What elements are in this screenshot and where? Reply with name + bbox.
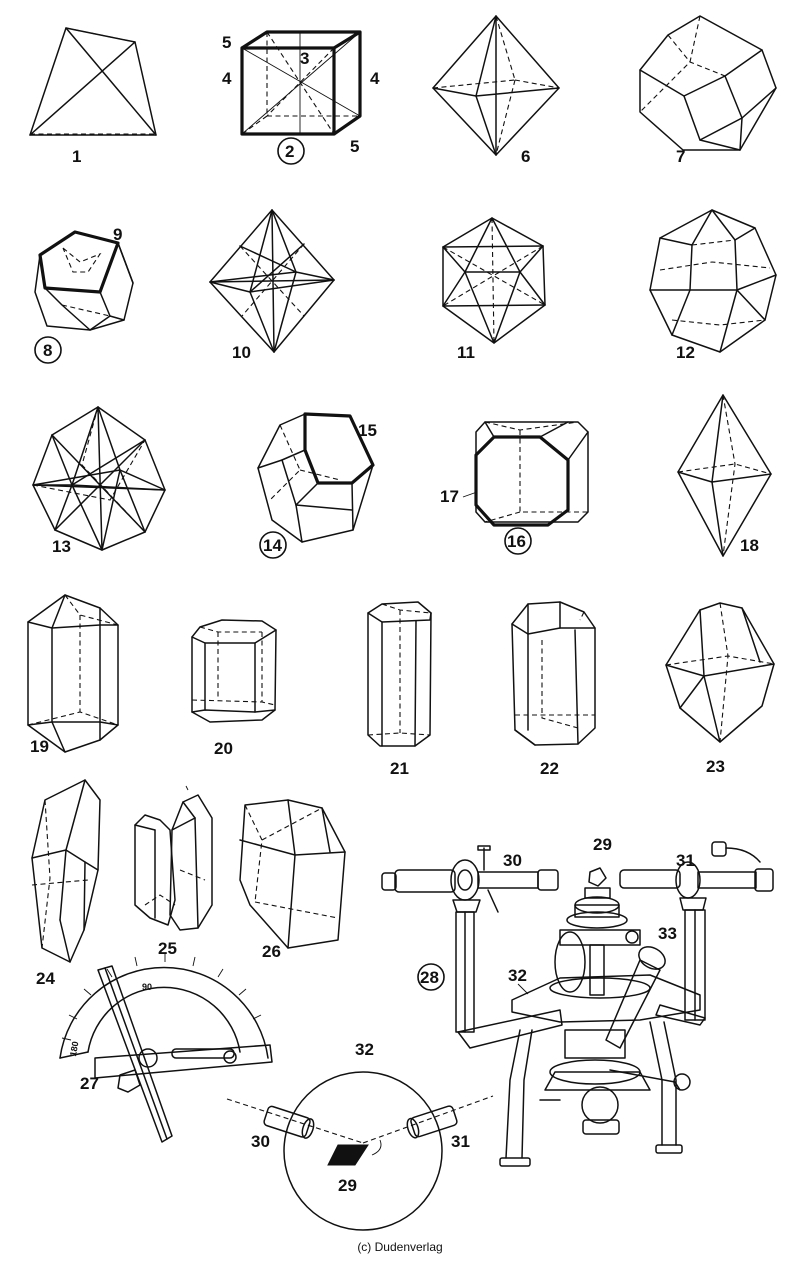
label-19: 19	[30, 737, 49, 756]
label-30-schematic: 30	[251, 1132, 270, 1151]
copyright-credit: (c) Dudenverlag	[357, 1240, 443, 1254]
monoclinic-crystal-figure	[31, 779, 101, 963]
label-13: 13	[52, 537, 71, 556]
contact-goniometer-figure: 90 180	[59, 953, 273, 1143]
terminated-hexagonal-prism-figure	[511, 601, 596, 746]
hexoctahedron-figure	[209, 209, 335, 353]
rhombic-dodecahedron-figure	[639, 15, 777, 151]
hexagonal-prism-bipyramid-figure	[27, 594, 119, 753]
label-15: 15	[358, 421, 377, 440]
label-25: 25	[158, 939, 177, 958]
triclinic-crystal-figure	[239, 799, 346, 949]
label-7: 7	[676, 147, 685, 166]
hexakis-octahedron-figure	[32, 406, 166, 551]
label-8-circled: 8	[43, 341, 52, 360]
reflecting-goniometer-figure	[381, 841, 774, 1167]
twin-crystal-figure	[134, 785, 213, 931]
label-24: 24	[36, 969, 55, 988]
label-16-circled: 16	[507, 532, 526, 551]
label-31-schematic: 31	[451, 1132, 470, 1151]
label-18: 18	[740, 536, 759, 555]
goniometer-schematic-figure	[226, 1071, 494, 1231]
label-10: 10	[232, 343, 251, 362]
hexagonal-bipyramid-figure	[665, 602, 775, 743]
label-5-bottom: 5	[350, 137, 359, 156]
tall-hexagonal-prism-figure	[367, 601, 432, 747]
scale-tick-90: 90	[142, 982, 152, 992]
label-17: 17	[440, 487, 459, 506]
label-20: 20	[214, 739, 233, 758]
label-1: 1	[72, 147, 81, 166]
label-11: 11	[457, 343, 475, 362]
label-27: 27	[80, 1074, 99, 1093]
label-31-goniometer: 31	[676, 851, 695, 870]
label-14-circled: 14	[263, 536, 282, 555]
label-29-schematic: 29	[338, 1176, 357, 1195]
label-6: 6	[521, 147, 530, 166]
label-28-circled: 28	[420, 968, 439, 987]
label-33: 33	[658, 924, 677, 943]
label-5-top: 5	[222, 33, 231, 52]
label-21: 21	[390, 759, 409, 778]
octahedron-figure	[432, 15, 560, 156]
truncated-cube-figure	[257, 412, 375, 543]
label-3: 3	[300, 49, 309, 68]
label-30-goniometer: 30	[503, 851, 522, 870]
label-23: 23	[706, 757, 725, 776]
cubo-octahedron-combination-figure	[474, 421, 589, 527]
icositetrahedron-figure	[649, 209, 777, 353]
label-26: 26	[262, 942, 281, 961]
label-4-right: 4	[370, 69, 380, 88]
label-2-circled: 2	[285, 142, 294, 161]
pyritohedron-figure	[34, 230, 134, 331]
label-9: 9	[113, 225, 122, 244]
cube-figure	[240, 30, 362, 136]
label-29-goniometer: 29	[593, 835, 612, 854]
bipyramid-figure	[677, 394, 772, 557]
scale-tick-180: 180	[68, 1041, 80, 1058]
label-32-schematic: 32	[355, 1040, 374, 1059]
icosahedron-figure	[442, 217, 546, 344]
short-hexagonal-prism-figure	[191, 619, 277, 723]
label-22: 22	[540, 759, 559, 778]
label-32-goniometer: 32	[508, 966, 527, 985]
tetrahedron-figure	[29, 27, 157, 136]
label-4-left: 4	[222, 69, 232, 88]
label-12: 12	[676, 343, 695, 362]
